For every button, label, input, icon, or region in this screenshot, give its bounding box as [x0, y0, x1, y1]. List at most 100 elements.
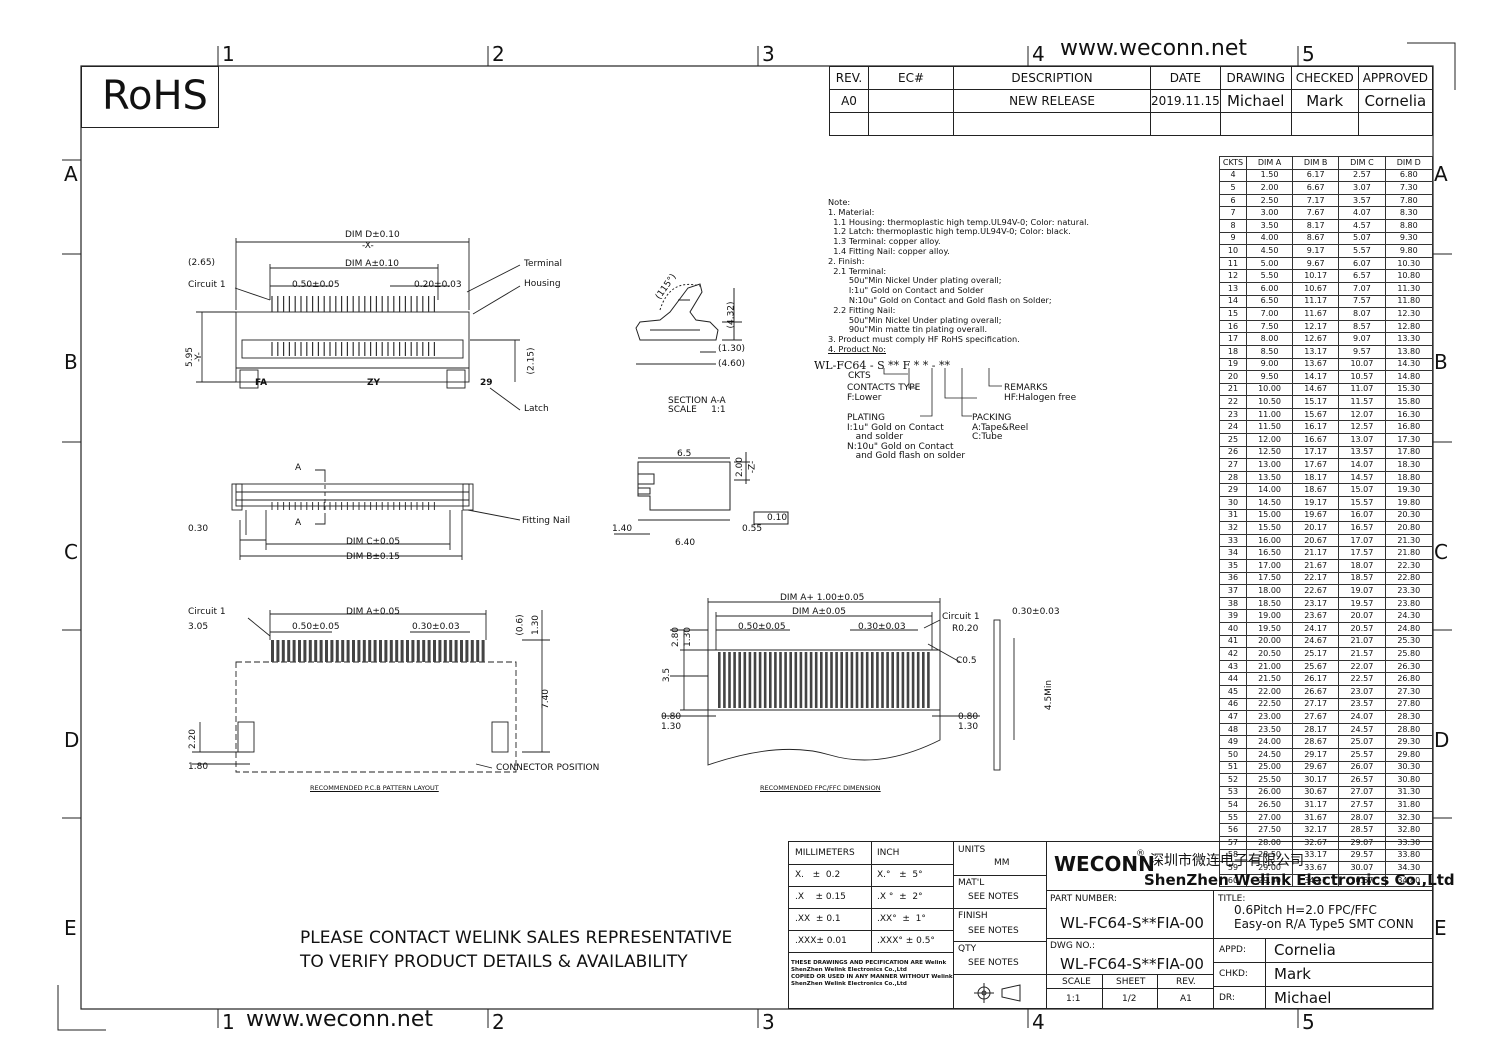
- website-top[interactable]: www.weconn.net: [1060, 36, 1248, 61]
- drawing-value: Michael: [1219, 89, 1292, 113]
- note-line: 2.1 Terminal:: [828, 265, 887, 276]
- pad-rect: [460, 640, 463, 662]
- dims-cell: 19.30: [1384, 483, 1434, 498]
- dims-cell: 39: [1219, 609, 1247, 623]
- pad-rect: [476, 640, 480, 662]
- dims-cell: 14.30: [1384, 357, 1434, 372]
- ffc-w130r: 1.30: [958, 722, 979, 732]
- dims-cell: 12.30: [1384, 307, 1434, 321]
- dims-cell: 6.07: [1338, 256, 1386, 271]
- zone-row-e-left: E: [64, 916, 77, 940]
- pad-rect: [362, 640, 366, 662]
- dims-cell: 32.30: [1384, 810, 1434, 825]
- dims-cell: 33: [1219, 533, 1247, 548]
- ffc-w080r: 0.80: [958, 712, 979, 722]
- dims-cell: 27.30: [1384, 684, 1434, 699]
- dims-cell: 16.50: [1245, 546, 1294, 560]
- top-terminal: Terminal: [524, 259, 563, 269]
- pad-rect: [308, 640, 312, 662]
- dims-cell: 5.07: [1338, 231, 1386, 246]
- pad-rect: [753, 652, 757, 708]
- appd-value: Cornelia: [1274, 941, 1336, 959]
- tol-mm-2: .XX ± 0.1: [795, 914, 841, 924]
- dims-cell: 7.30: [1384, 181, 1434, 195]
- chkd-value: Mark: [1274, 965, 1311, 983]
- dims-cell: 13: [1219, 281, 1247, 296]
- dims-cell: 23.07: [1338, 684, 1386, 699]
- dims-cell: 3.50: [1245, 218, 1294, 233]
- pad-rect: [835, 652, 838, 708]
- front-a-mark-bottom: A: [295, 518, 302, 528]
- pn-packing-2: C:Tube: [972, 432, 1003, 442]
- dims-cell: 25.67: [1292, 659, 1340, 674]
- dims-cell: 27.80: [1384, 697, 1434, 712]
- dims-cell: 53: [1219, 785, 1247, 800]
- notes-title: Note:: [828, 197, 851, 207]
- dims-cell: 18.00: [1245, 584, 1294, 598]
- dims-cell: 15.50: [1245, 521, 1294, 535]
- pad-rect: [779, 652, 782, 708]
- dims-cell: 4.50: [1245, 244, 1294, 258]
- pad-rect: [433, 640, 436, 662]
- ffc-pitch: 0.50±0.05: [738, 622, 786, 632]
- pad-rect: [276, 640, 280, 662]
- dims-cell: 7.00: [1245, 307, 1294, 321]
- dims-cell: 42: [1219, 647, 1247, 661]
- dims-cell: 17.07: [1338, 533, 1386, 548]
- front-dim-c: DIM C±0.05: [346, 537, 401, 547]
- dims-cell: 20.07: [1338, 609, 1386, 623]
- pad-rect: [799, 652, 803, 708]
- front-dim-b: DIM B±0.15: [346, 552, 400, 562]
- dims-cell: 30.67: [1292, 785, 1340, 800]
- tol-inch-0: X.° ± 5°: [877, 870, 923, 880]
- dims-cell: 10.67: [1292, 281, 1340, 296]
- pad-rect: [406, 640, 409, 662]
- scale-label: SCALE: [1062, 977, 1091, 987]
- dims-cell: 28.30: [1384, 710, 1434, 724]
- dims-cell: 37: [1219, 584, 1247, 598]
- pcb-pattern-drawing: [192, 610, 550, 773]
- rev-value: A0: [829, 89, 869, 113]
- dims-cell: 18.67: [1292, 483, 1340, 498]
- pn-packing-1: A:Tape&Reel: [972, 423, 1029, 433]
- dims-cell: 3.00: [1245, 206, 1294, 220]
- rev-label: REV.: [1176, 977, 1196, 987]
- dwg-no: WL-FC64-S**FIA-00: [1060, 955, 1204, 973]
- dims-cell: 9.80: [1384, 244, 1434, 258]
- dims-cell: 13.80: [1384, 344, 1434, 359]
- approved-header: APPROVED: [1357, 66, 1434, 90]
- dims-cell: 19: [1219, 357, 1247, 372]
- pad-rect: [292, 640, 296, 662]
- dims-cell: 7.67: [1292, 206, 1340, 220]
- pad-rect: [319, 640, 323, 662]
- note-line: 1. Material:: [828, 206, 875, 217]
- dims-cell: 3.07: [1338, 181, 1386, 195]
- zone-row-e-right: E: [1434, 916, 1447, 940]
- top-x-mark: -X-: [362, 241, 374, 251]
- date-header: DATE: [1150, 66, 1221, 90]
- dims-cell: 18: [1219, 344, 1247, 359]
- dims-cell: 14.80: [1384, 370, 1434, 384]
- dims-cell: 14.07: [1338, 458, 1386, 472]
- website-bottom[interactable]: www.weconn.net: [246, 1007, 434, 1032]
- dims-cell: 26.30: [1384, 659, 1434, 674]
- contact-notice-2: TO VERIFY PRODUCT DETAILS & AVAILABILITY: [300, 952, 688, 972]
- side-flat: 0.10: [767, 513, 788, 523]
- note-line: 1.3 Terminal: copper alloy.: [828, 236, 941, 247]
- sheet-value: 1/2: [1122, 994, 1137, 1004]
- checked-value: Mark: [1290, 89, 1359, 113]
- rev-value-tb: A1: [1180, 994, 1192, 1004]
- registered-mark: ®: [1136, 849, 1145, 859]
- pad-rect: [855, 652, 859, 708]
- dims-cell: 6.50: [1245, 294, 1294, 309]
